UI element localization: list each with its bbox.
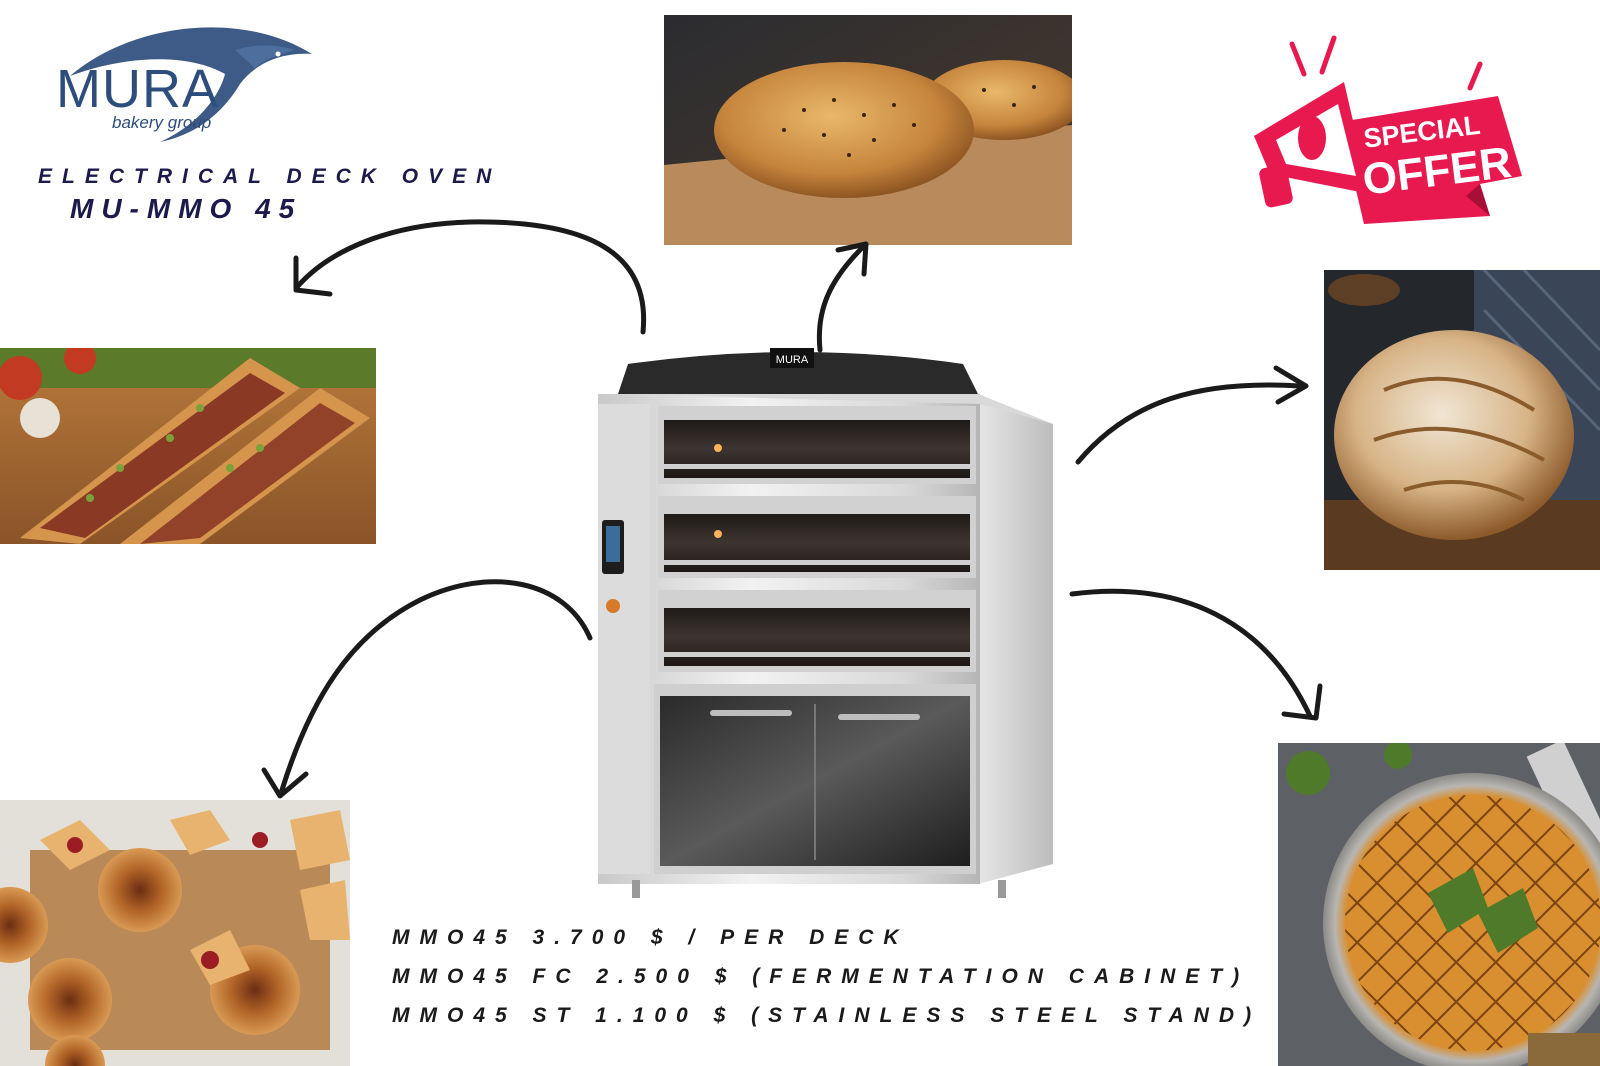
price-list: MMO45 3.700 $ / PER DECK MMO45 FC 2.500 … xyxy=(392,918,1261,1035)
mura-logo: MURA bakery group xyxy=(50,14,320,149)
baklava-photo xyxy=(1278,743,1600,1066)
price-line-deck: MMO45 3.700 $ / PER DECK xyxy=(392,926,909,949)
pastries-photo xyxy=(0,800,350,1066)
price-line-fermentation-cabinet: MMO45 FC 2.500 $ (FERMENTATION CABINET) xyxy=(392,965,1250,988)
oven-brand-badge: MURA xyxy=(776,354,809,366)
deck-oven-illustration: MURA xyxy=(598,344,1078,926)
bird-logo-icon xyxy=(70,27,312,142)
special-offer-badge: SPECIAL OFFER xyxy=(1232,26,1532,236)
sourdough-loaf-photo xyxy=(1324,270,1600,570)
price-line-stainless-stand: MMO45 ST 1.100 $ (STAINLESS STEEL STAND) xyxy=(392,1004,1262,1027)
megaphone-icon xyxy=(1254,82,1370,208)
pide-bread-photo xyxy=(664,15,1072,245)
product-category-title: ELECTRICAL DECK OVEN xyxy=(38,165,502,188)
pide-meat-photo xyxy=(0,348,376,544)
product-model-title: MU-MMO 45 xyxy=(70,193,303,224)
logo-tagline: bakery group xyxy=(112,113,212,132)
logo-wordmark: MURA xyxy=(56,59,219,119)
